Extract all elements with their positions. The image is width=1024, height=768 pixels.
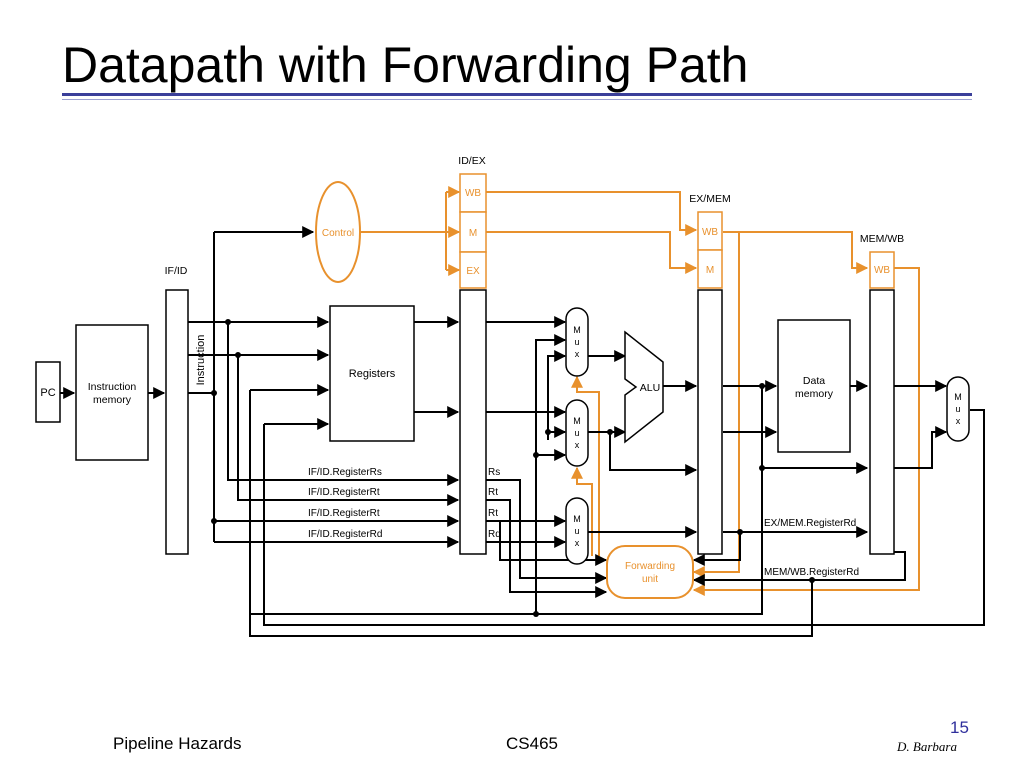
mux-a: M u x [565,307,589,377]
mux-b-x: x [575,440,580,450]
ex-mem-wb-label: WB [702,227,718,238]
mux-a-x: x [575,349,580,359]
mux-wb-m: M [954,392,962,402]
control-unit: Control [315,181,361,283]
slide-title: Datapath with Forwarding Path [62,37,749,93]
registers-label: Registers [349,368,396,380]
mux-c-u: u [574,526,579,536]
footer-topic: Pipeline Hazards [113,734,242,753]
mem-wb-wb-label: WB [874,265,890,276]
alu-label: ALU [640,382,660,394]
forwarding-label-2: unit [642,574,658,585]
ex-mem-register: EX/MEM WB M [689,193,731,555]
rt2-label: Rt [488,508,498,519]
mux-b: M u x [565,399,589,467]
forwarding-unit: Forwarding unit [606,545,694,599]
mux-wb: M u x [946,376,970,442]
mux-b-m: M [573,416,581,426]
pc-block: PC [35,361,61,423]
ifid-rs-label: IF/ID.RegisterRs [308,467,382,478]
instruction-memory-label-2: memory [93,394,132,406]
instruction-label: Instruction [195,335,207,386]
mem-wb-label: MEM/WB [860,233,904,245]
mux-c-x: x [575,538,580,548]
ex-mem-m-label: M [706,265,714,276]
exmem-rd-label: EX/MEM.RegisterRd [764,518,856,529]
data-memory-label-2: memory [795,388,834,400]
ifid-rd-label: IF/ID.RegisterRd [308,529,382,540]
if-id-register: IF/ID Instruction [165,265,207,555]
title-rule [62,93,972,96]
ifid-rt1-label: IF/ID.RegisterRt [308,487,380,498]
mux-b-u: u [574,428,579,438]
control-label: Control [322,228,354,239]
id-ex-m-label: M [469,228,477,239]
footer-author: D. Barbara [897,739,957,754]
footer-course: CS465 [506,734,558,753]
pc-label: PC [40,387,55,399]
data-memory-block: Data memory [777,319,851,453]
id-ex-ex-label: EX [466,266,480,277]
memwb-rd-label: MEM/WB.RegisterRd [764,567,859,578]
instruction-memory-block: Instruction memory [75,324,149,461]
mux-c: M u x [565,497,589,565]
rt1-label: Rt [488,487,498,498]
alu: ALU [624,330,664,444]
control-wires [360,186,920,596]
rd-label: Rd [488,529,501,540]
page-number: 15 [950,718,969,737]
id-ex-register: ID/EX WB M EX [458,155,487,555]
ex-mem-label: EX/MEM [689,193,730,205]
mux-wb-x: x [956,416,961,426]
mux-wb-u: u [955,404,960,414]
instruction-memory-label-1: Instruction [88,381,137,393]
register-file: Registers [329,305,415,442]
rs-label: Rs [488,467,500,478]
junction-dots [211,319,815,617]
if-id-label: IF/ID [165,265,188,277]
forwarding-label-1: Forwarding [625,561,675,572]
data-wires [60,226,985,637]
title-rule-thin [62,99,972,100]
mux-a-u: u [574,337,579,347]
mux-a-m: M [573,325,581,335]
data-memory-label-1: Data [803,375,825,387]
id-ex-wb-label: WB [465,188,481,199]
mem-wb-register: MEM/WB WB [860,233,904,555]
mux-c-m: M [573,514,581,524]
id-ex-label: ID/EX [458,155,485,167]
ifid-rt2-label: IF/ID.RegisterRt [308,508,380,519]
